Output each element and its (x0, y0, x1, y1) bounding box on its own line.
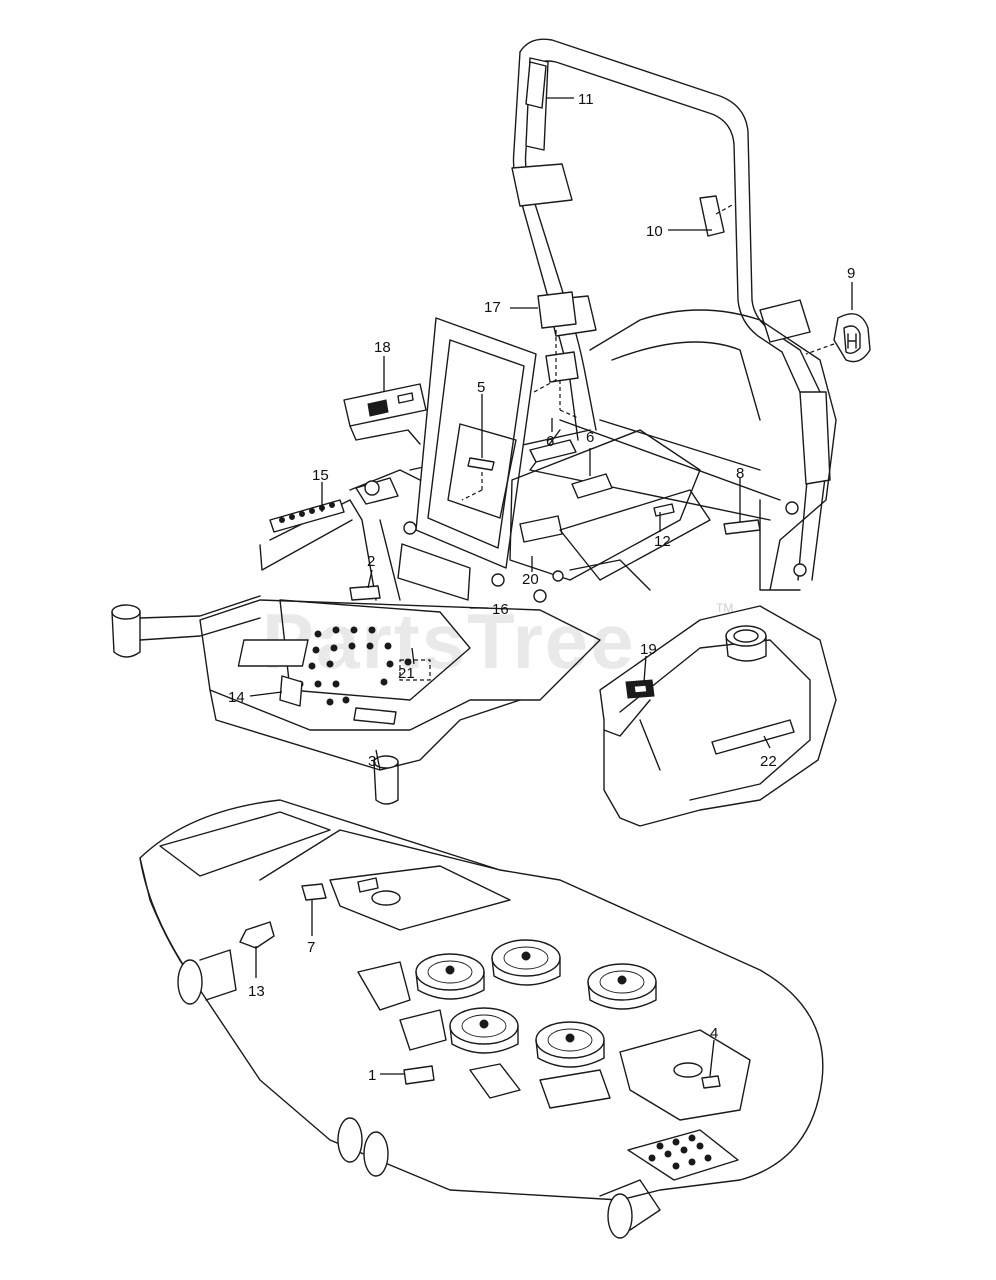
decal-6a (545, 351, 579, 383)
callout-12: 12 (654, 533, 671, 550)
decal-5 (467, 457, 495, 471)
decal-7 (301, 883, 327, 901)
decal-1 (403, 1065, 435, 1085)
callout-5: 5 (477, 379, 485, 396)
fuel-tank (599, 605, 837, 827)
decal-15 (269, 499, 345, 533)
right-floor (509, 291, 761, 603)
callout-11: 11 (578, 91, 594, 108)
callout-6-left: 6 (546, 433, 554, 450)
callout-10: 10 (646, 223, 663, 240)
watermark-trademark: TM (716, 601, 733, 615)
seat-plate (397, 317, 537, 601)
decal-17 (537, 291, 577, 329)
watermark-text: PartsTree (262, 597, 636, 685)
callout-22: 22 (760, 753, 777, 770)
decal-13 (239, 921, 275, 949)
leader-lines (249, 97, 853, 1077)
callout-7: 7 (307, 939, 315, 956)
decal-10 (699, 195, 725, 237)
decal-4 (701, 1075, 721, 1089)
decal-16 (397, 543, 471, 601)
mower-deck (139, 799, 824, 1239)
callout-14: 14 (228, 689, 245, 706)
decal-12 (653, 503, 675, 517)
callout-4: 4 (710, 1025, 718, 1042)
decal-6b (571, 473, 613, 499)
badge-9 (833, 313, 871, 363)
watermark: PartsTree TM (262, 597, 733, 685)
decal-2 (349, 585, 381, 601)
callout-21: 21 (398, 665, 415, 682)
footplate-holes (296, 626, 412, 706)
callout-20: 20 (522, 571, 539, 588)
callout-1: 1 (368, 1067, 376, 1084)
pulleys (415, 939, 657, 1068)
callout-16: 16 (492, 601, 509, 618)
callout-17: 17 (484, 299, 501, 316)
callout-8: 8 (736, 465, 744, 482)
decal-22 (711, 719, 795, 755)
callout-labels: 11 10 9 17 18 5 6 6 8 15 12 2 20 16 21 1… (228, 91, 855, 1084)
decal-8 (723, 519, 761, 535)
callout-3: 3 (368, 753, 376, 770)
callout-19: 19 (640, 641, 657, 658)
callout-6-right: 6 (586, 429, 594, 446)
decal-14 (279, 675, 303, 707)
callout-18: 18 (374, 339, 391, 356)
callout-2: 2 (367, 553, 375, 570)
decal-11 (525, 61, 547, 109)
roll-bar (511, 38, 831, 581)
decal-21 (399, 659, 431, 681)
callout-13: 13 (248, 983, 265, 1000)
control-panel (269, 383, 427, 533)
callout-9: 9 (847, 265, 855, 282)
callout-15: 15 (312, 467, 329, 484)
deck-holes (648, 1134, 712, 1170)
